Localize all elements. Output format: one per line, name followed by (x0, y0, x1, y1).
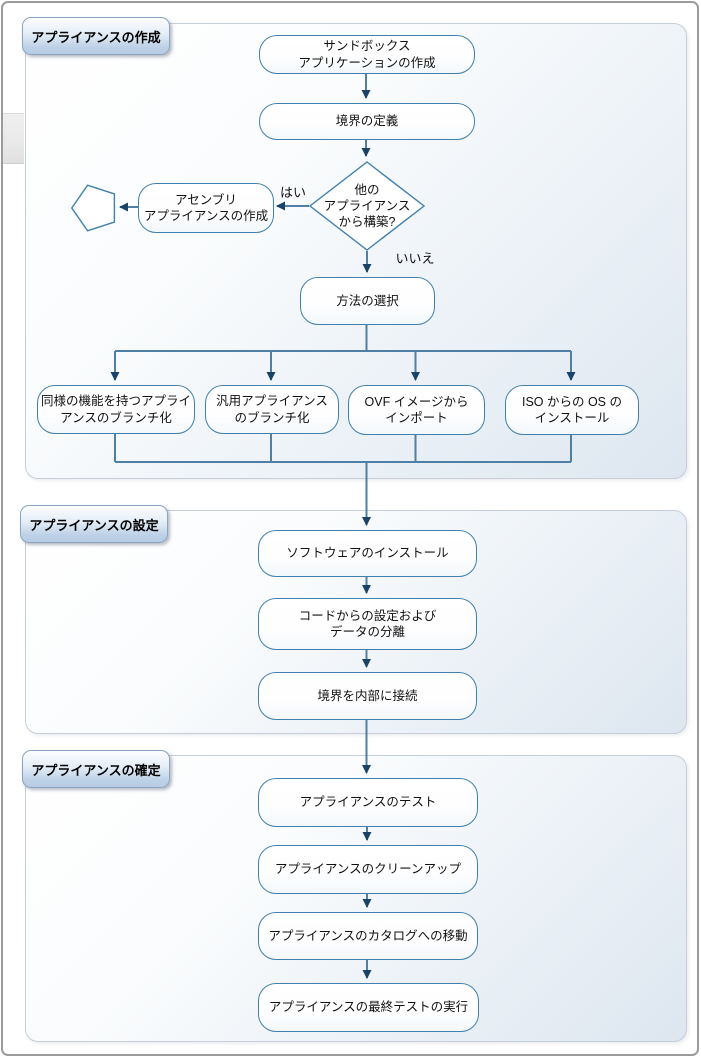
pentagon-shape (71, 184, 116, 232)
node-branch-generic-appliance: 汎用アプライアンス のブランチ化 (205, 385, 339, 434)
node-connect-boundary-internal: 境界を内部に接続 (258, 672, 477, 720)
node-run-final-appliance-test: アプライアンスの最終テストの実行 (258, 983, 479, 1032)
section-label-finalize: アプライアンスの確定 (22, 750, 170, 788)
node-branch-similar-appliance: 同様の機能を持つアプライ アンスのブランチ化 (37, 385, 195, 434)
node-install-software: ソフトウェアのインストール (258, 530, 477, 577)
node-create-assembly-appliance: アセンブリ アプライアンスの作成 (138, 183, 274, 233)
edge-label-no: いいえ (395, 251, 435, 266)
diamond-shape (309, 161, 425, 251)
node-create-sandbox-application: サンドボックス アプリケーションの作成 (259, 35, 475, 74)
decision-build-from-other-appliance: 他の アプライアンス から構築? (309, 161, 425, 251)
node-cleanup-appliance: アプライアンスのクリーンアップ (258, 845, 478, 894)
offpage-connector-pentagon (71, 184, 116, 232)
edge-label-yes: はい (279, 185, 306, 200)
decision-text: 他の アプライアンス から構築? (323, 182, 411, 230)
node-separate-config-data: コードからの設定および データの分離 (258, 598, 477, 650)
section-label-configure: アプライアンスの設定 (20, 505, 168, 543)
node-test-appliance: アプライアンスのテスト (258, 778, 478, 827)
page-side-tab (2, 113, 24, 164)
node-import-from-ovf: OVF イメージから インポート (348, 385, 485, 435)
node-move-appliance-to-catalog: アプライアンスのカタログへの移動 (258, 912, 478, 960)
node-define-boundary: 境界の定義 (259, 103, 475, 140)
node-select-method: 方法の選択 (300, 277, 435, 325)
node-install-os-from-iso: ISO からの OS の インストール (505, 385, 639, 435)
section-label-create: アプライアンスの作成 (22, 17, 170, 55)
